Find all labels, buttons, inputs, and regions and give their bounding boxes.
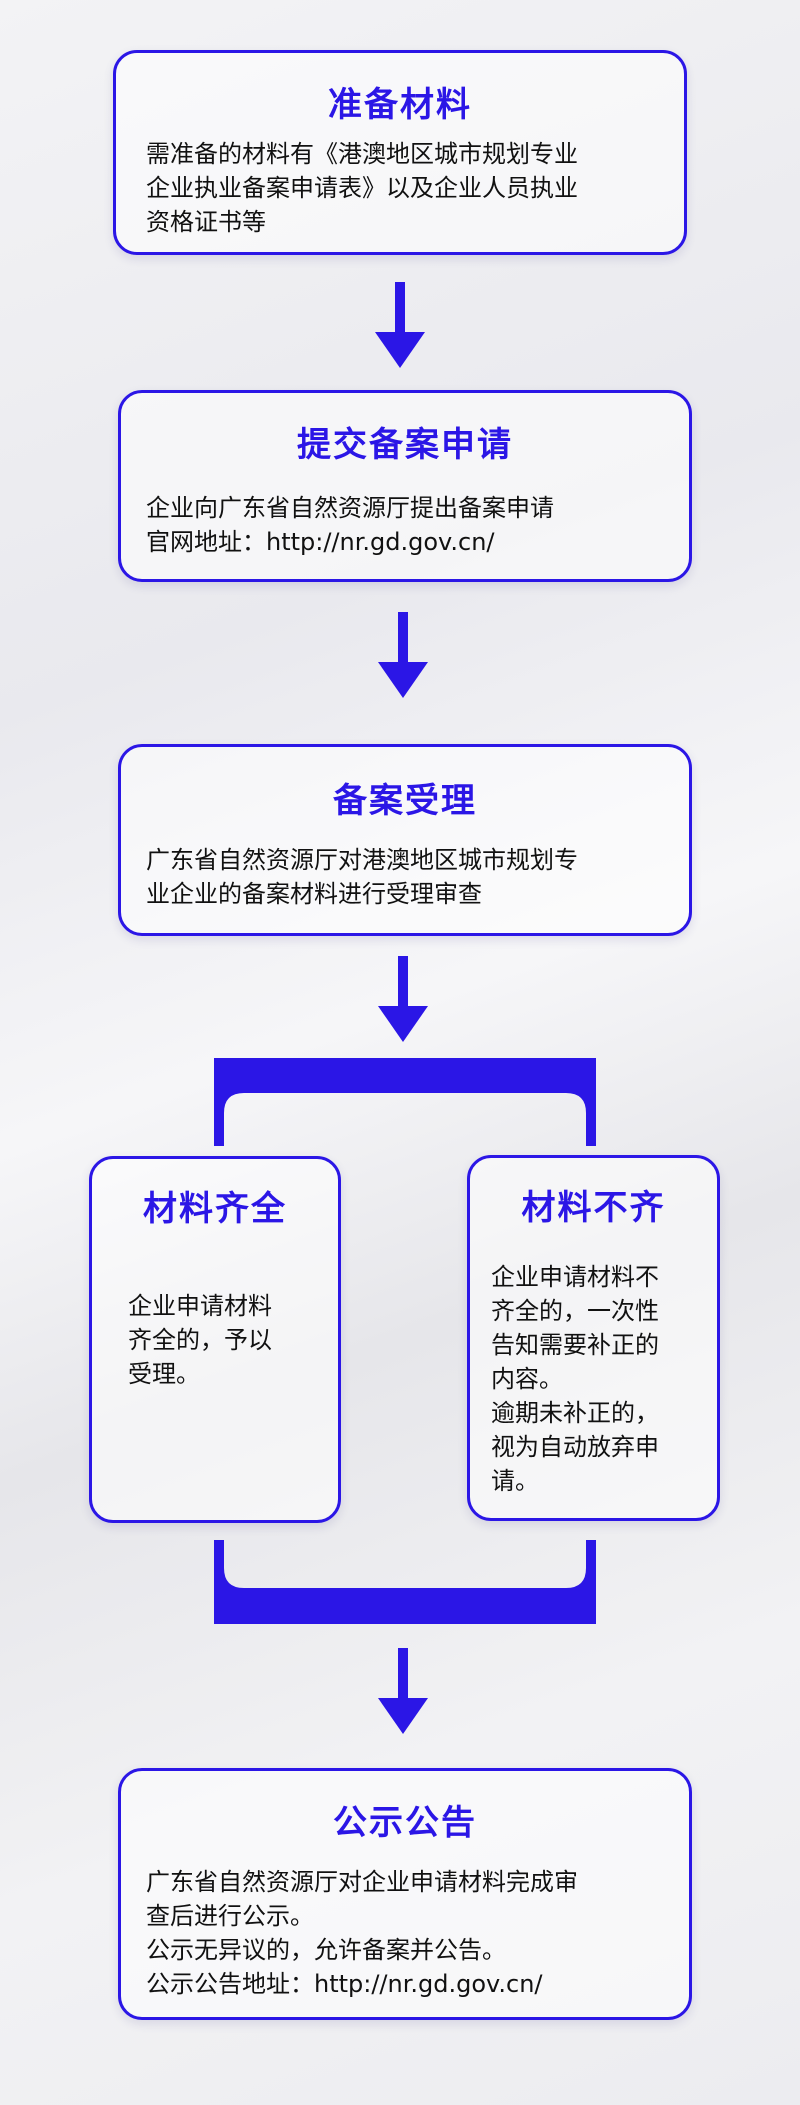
arrow-down-icon	[378, 1648, 428, 1734]
arrow-down-icon	[378, 956, 428, 1042]
step-description: 需准备的材料有《港澳地区城市规划专业 企业执业备案申请表》以及企业人员执业 资格…	[146, 140, 578, 236]
bottom-bracket	[214, 1540, 596, 1624]
branch-title: 材料齐全	[143, 1189, 287, 1229]
step-description: 广东省自然资源厅对企业申请材料完成审 查后进行公示。 公示无异议的，允许备案并公…	[146, 1868, 578, 1998]
step-description: 广东省自然资源厅对港澳地区城市规划专 业企业的备案材料进行受理审查	[146, 846, 578, 908]
branch-title: 材料不齐	[521, 1188, 666, 1228]
step-title: 提交备案申请	[297, 425, 513, 465]
branch-materials-complete: 材料齐全 企业申请材料 齐全的，予以 受理。	[89, 1156, 341, 1523]
branch-description: 企业申请材料 齐全的，予以 受理。	[128, 1292, 272, 1388]
branch-materials-incomplete: 材料不齐 企业申请材料不 齐全的，一次性 告知需要补正的 内容。 逾期未补正的，…	[467, 1155, 720, 1521]
step-title: 准备材料	[328, 85, 472, 125]
step-title: 公示公告	[333, 1803, 477, 1843]
step-prepare-materials: 准备材料 需准备的材料有《港澳地区城市规划专业 企业执业备案申请表》以及企业人员…	[113, 50, 687, 255]
step-description: 企业向广东省自然资源厅提出备案申请 官网地址：http://nr.gd.gov.…	[146, 494, 554, 556]
step-acceptance: 备案受理 广东省自然资源厅对港澳地区城市规划专 业企业的备案材料进行受理审查	[118, 744, 692, 936]
step-submit-application: 提交备案申请 企业向广东省自然资源厅提出备案申请 官网地址：http://nr.…	[118, 390, 692, 582]
top-bracket	[214, 1058, 596, 1146]
step-public-announcement: 公示公告 广东省自然资源厅对企业申请材料完成审 查后进行公示。 公示无异议的，允…	[118, 1768, 692, 2020]
arrow-down-icon	[378, 612, 428, 698]
branch-description: 企业申请材料不 齐全的，一次性 告知需要补正的 内容。 逾期未补正的， 视为自动…	[491, 1263, 659, 1495]
arrow-down-icon	[375, 282, 425, 368]
step-title: 备案受理	[333, 781, 477, 821]
